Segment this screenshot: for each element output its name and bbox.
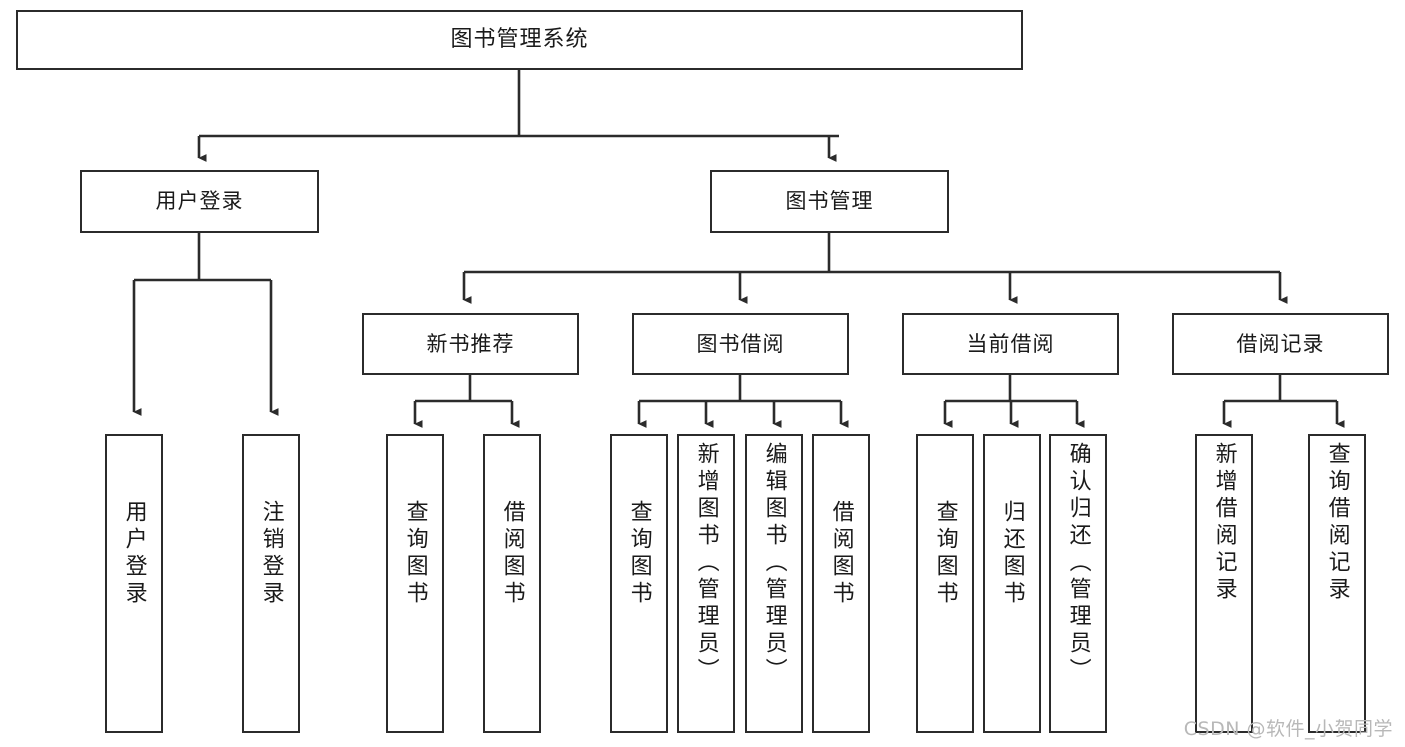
node-user-login[interactable]: 用户登录 [80,170,319,233]
node-label: 当前借阅 [966,331,1055,356]
node-leaf-user-login[interactable]: 用户登录 [105,434,163,733]
node-leaf-return-book[interactable]: 归还图书 [983,434,1041,733]
node-label: 用户登录 [121,500,147,608]
node-leaf-add-book[interactable]: 新增图书（管理员） [677,434,735,733]
node-leaf-edit-book[interactable]: 编辑图书（管理员） [745,434,803,733]
node-root-book-management-system[interactable]: 图书管理系统 [16,10,1023,70]
node-label: 确认归还（管理员） [1065,442,1091,685]
node-label: 查询图书 [626,500,652,608]
node-label: 归还图书 [999,500,1025,608]
node-label: 查询借阅记录 [1324,442,1350,604]
node-label: 借阅图书 [499,500,525,608]
node-label: 图书管理 [785,189,874,213]
node-leaf-borrow-book-1[interactable]: 借阅图书 [483,434,541,733]
node-leaf-query-book-2[interactable]: 查询图书 [610,434,668,733]
node-label: 编辑图书（管理员） [761,442,787,685]
node-label: 用户登录 [155,189,244,213]
node-leaf-add-record[interactable]: 新增借阅记录 [1195,434,1253,733]
node-label: 图书借阅 [696,331,785,356]
node-new-book-recommend[interactable]: 新书推荐 [362,313,579,375]
node-borrow-record[interactable]: 借阅记录 [1172,313,1389,375]
node-label: 注销登录 [258,500,284,608]
node-leaf-query-book-1[interactable]: 查询图书 [386,434,444,733]
node-book-borrow[interactable]: 图书借阅 [632,313,849,375]
node-label: 借阅图书 [828,500,854,608]
node-label: 新增图书（管理员） [693,442,719,685]
node-label: 查询图书 [932,500,958,608]
node-book-manage[interactable]: 图书管理 [710,170,949,233]
node-leaf-logout-login[interactable]: 注销登录 [242,434,300,733]
node-label: 借阅记录 [1236,331,1325,356]
node-current-borrow[interactable]: 当前借阅 [902,313,1119,375]
node-leaf-query-record[interactable]: 查询借阅记录 [1308,434,1366,733]
node-leaf-query-book-3[interactable]: 查询图书 [916,434,974,733]
node-label: 图书管理系统 [450,27,589,52]
node-leaf-borrow-book-2[interactable]: 借阅图书 [812,434,870,733]
node-leaf-confirm-return[interactable]: 确认归还（管理员） [1049,434,1107,733]
node-label: 新增借阅记录 [1211,442,1237,604]
node-label: 查询图书 [402,500,428,608]
node-label: 新书推荐 [426,331,515,356]
